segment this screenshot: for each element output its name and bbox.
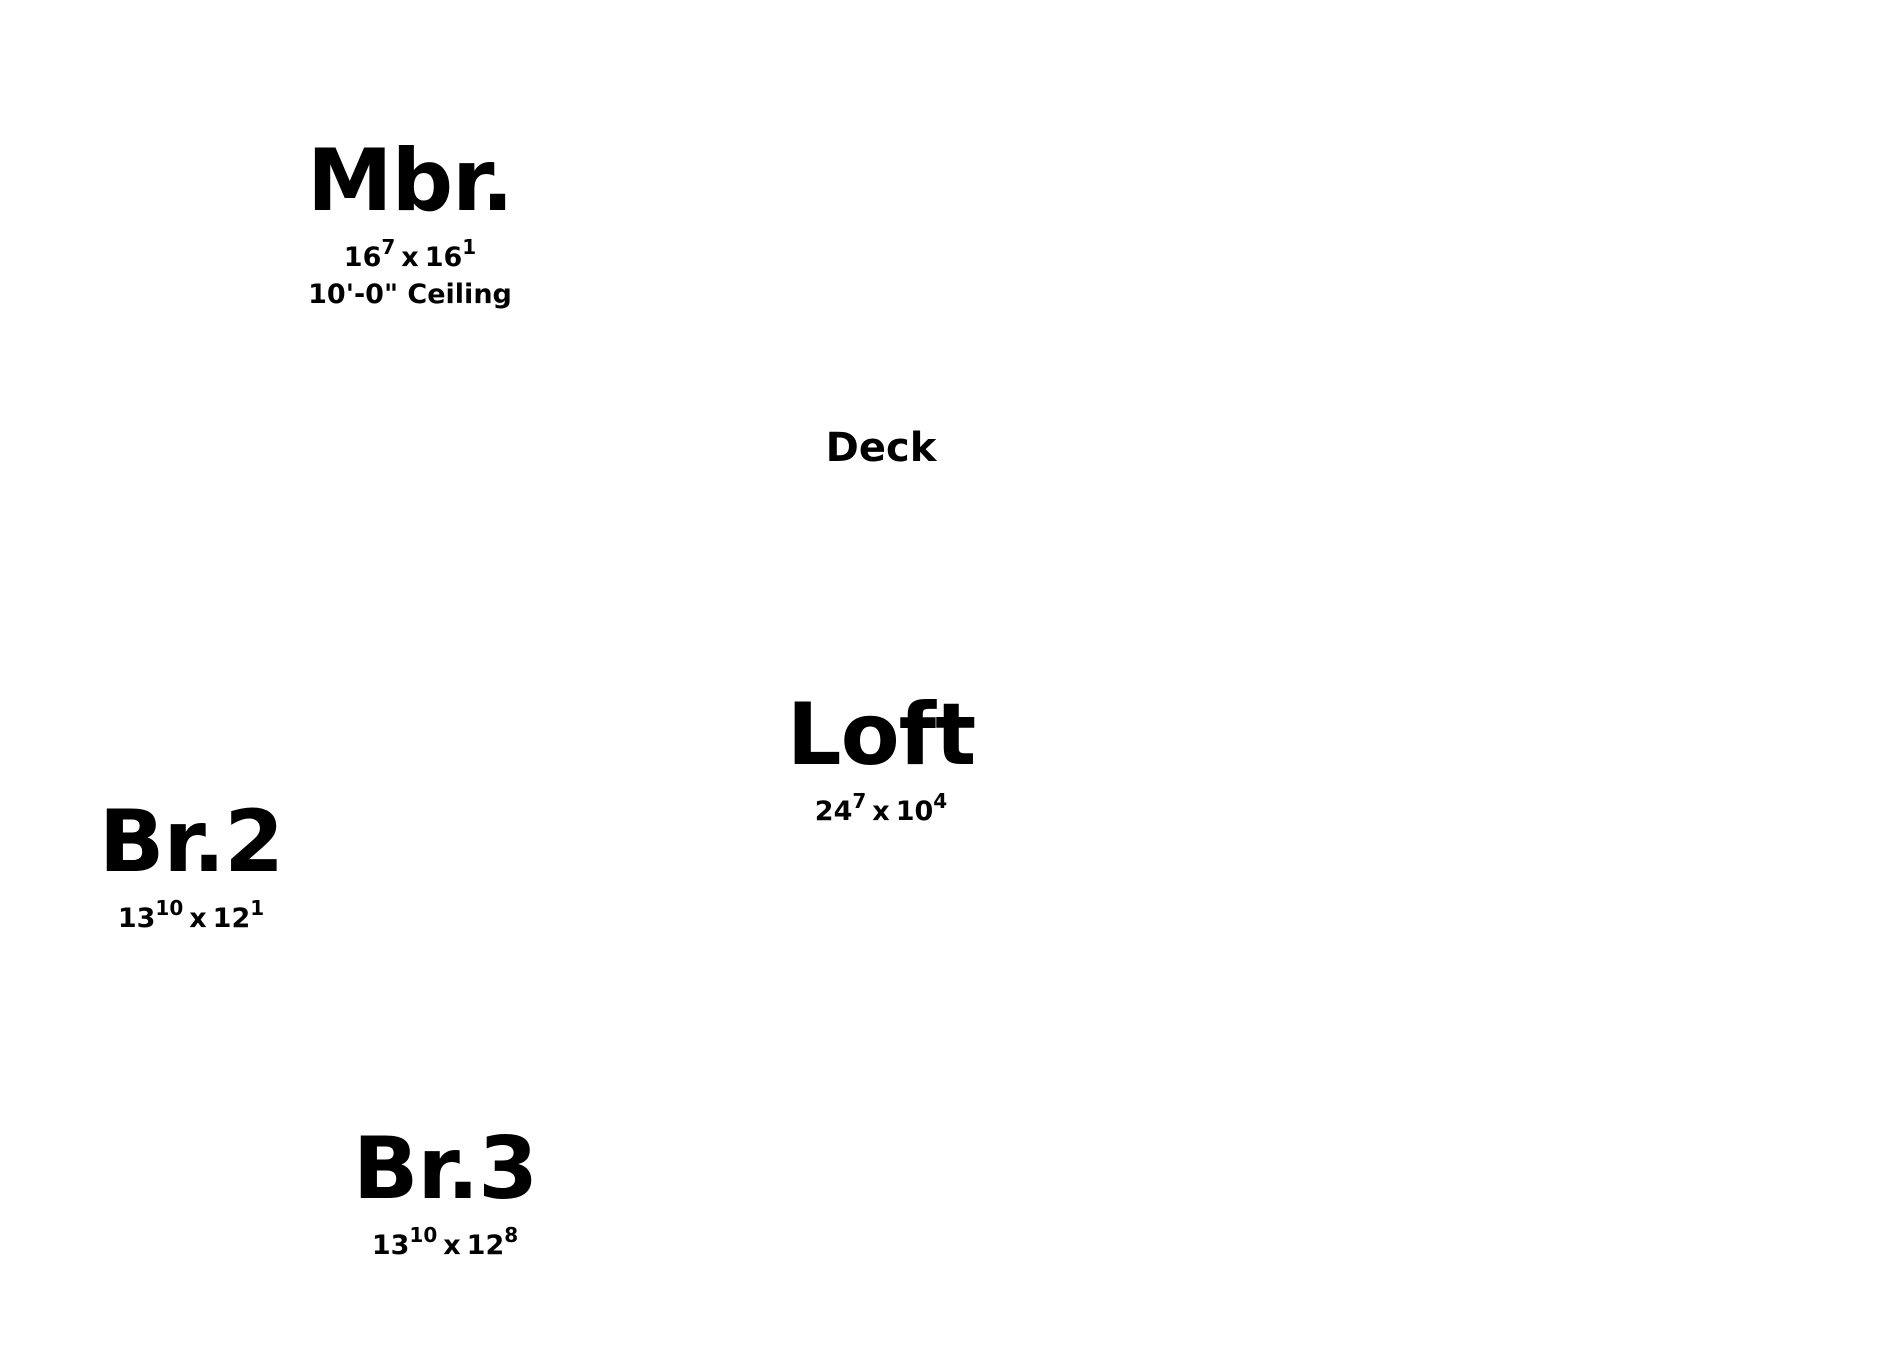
room-name: Br.2: [98, 792, 284, 892]
width-inches: 7: [852, 789, 867, 813]
room-name: Br.3: [352, 1119, 538, 1219]
length-feet: 12: [212, 903, 251, 934]
length-feet: 12: [466, 1230, 505, 1261]
length-feet: 16: [424, 242, 463, 273]
width-inches: 10: [155, 896, 184, 920]
length-inches: 1: [250, 896, 265, 920]
length-inches: 8: [504, 1223, 519, 1247]
dimension-separator: x: [189, 903, 207, 934]
dimension-separator: x: [443, 1230, 461, 1261]
room-name: Loft: [786, 685, 976, 785]
length-inches: 4: [933, 789, 948, 813]
width-inches: 7: [381, 235, 396, 259]
width-feet: 13: [117, 903, 156, 934]
width-feet: 16: [343, 242, 382, 273]
dimension-separator: x: [401, 242, 419, 273]
ceiling-note: 10'-0" Ceiling: [308, 279, 512, 310]
dimension-separator: x: [872, 796, 890, 827]
width-feet: 13: [371, 1230, 410, 1261]
room-name: Mbr.: [307, 131, 514, 231]
width-feet: 24: [814, 796, 853, 827]
length-inches: 1: [462, 235, 477, 259]
length-feet: 10: [895, 796, 934, 827]
room-label-deck: Deck: [825, 425, 937, 471]
width-inches: 10: [409, 1223, 438, 1247]
